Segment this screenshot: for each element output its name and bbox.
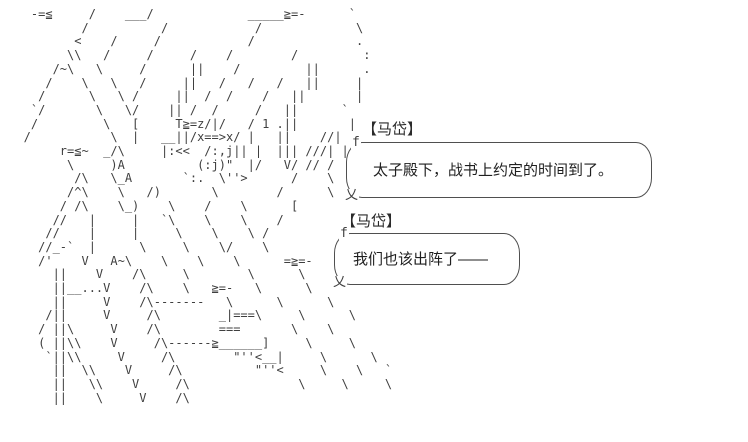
dialogue-text: 太子殿下，战书上约定的时间到了。 [373,162,614,180]
ascii-art: -=≦ / ___/ _____≧=- ` / / / \ < / / / . … [23,7,393,405]
bubble-corner-bottom: 乂 [332,275,348,290]
bubble-corner-top: f [339,226,349,241]
dialogue-text: 我们也该出阵了—— [353,251,489,269]
bubble-corner-bottom: 乂 [344,188,360,203]
speech-bubble: f 乂 我们也该出阵了—— [332,227,520,289]
speaker-name: 【马岱】 [341,213,402,230]
speaker-name: 【马岱】 [362,121,423,138]
bubble-corner-top: f [351,135,361,150]
speech-bubble: f 乂 太子殿下，战书上约定的时间到了。 [344,136,652,202]
